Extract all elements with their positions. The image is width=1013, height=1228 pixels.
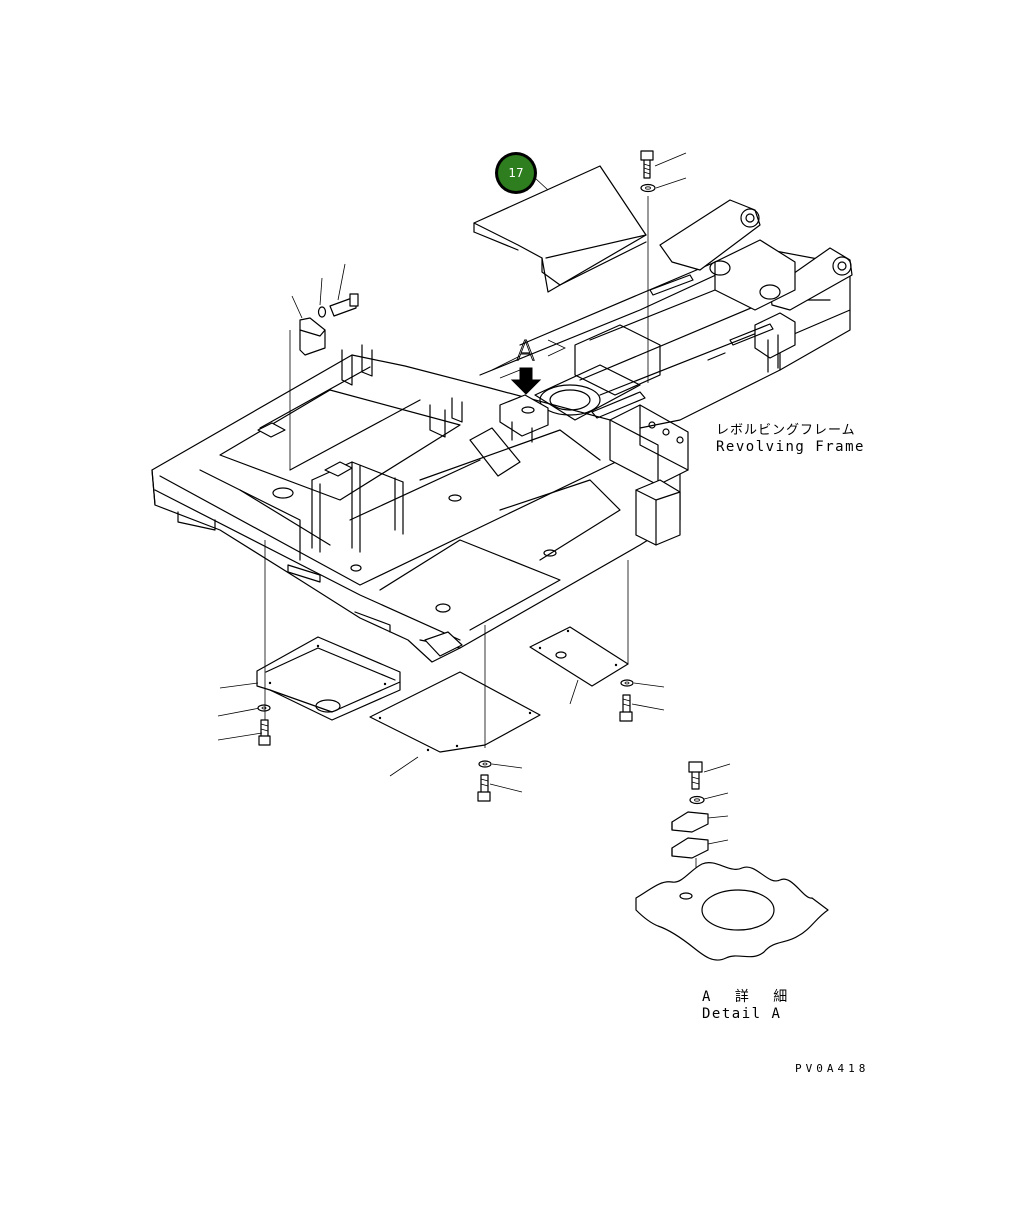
frame-label-jp: レボルビングフレーム	[716, 423, 856, 438]
view-marker-label: A	[516, 334, 535, 367]
bolt-top-right	[640, 150, 687, 383]
under-cover-center	[369, 625, 541, 802]
boom-foot-structure	[479, 199, 853, 429]
detail-label-en: Detail A	[702, 1006, 782, 1022]
under-cover-right	[529, 560, 665, 722]
detail-a-drawing	[635, 761, 829, 961]
under-cover-left	[217, 540, 401, 746]
swing-circle-area	[499, 324, 661, 443]
top-cover-plate	[473, 165, 647, 293]
detail-label-jp: A 詳 細	[702, 989, 796, 1005]
circle-badge-icon: 17	[495, 152, 537, 194]
revolving-frame	[151, 344, 689, 663]
callout-number: 17	[498, 155, 534, 191]
frame-label-en: Revolving Frame	[716, 439, 865, 455]
down-arrow-icon	[510, 367, 542, 395]
left-bracket-assembly	[289, 263, 359, 470]
drawing-code: PV0A418	[795, 1062, 870, 1075]
view-marker-outline	[491, 339, 566, 379]
